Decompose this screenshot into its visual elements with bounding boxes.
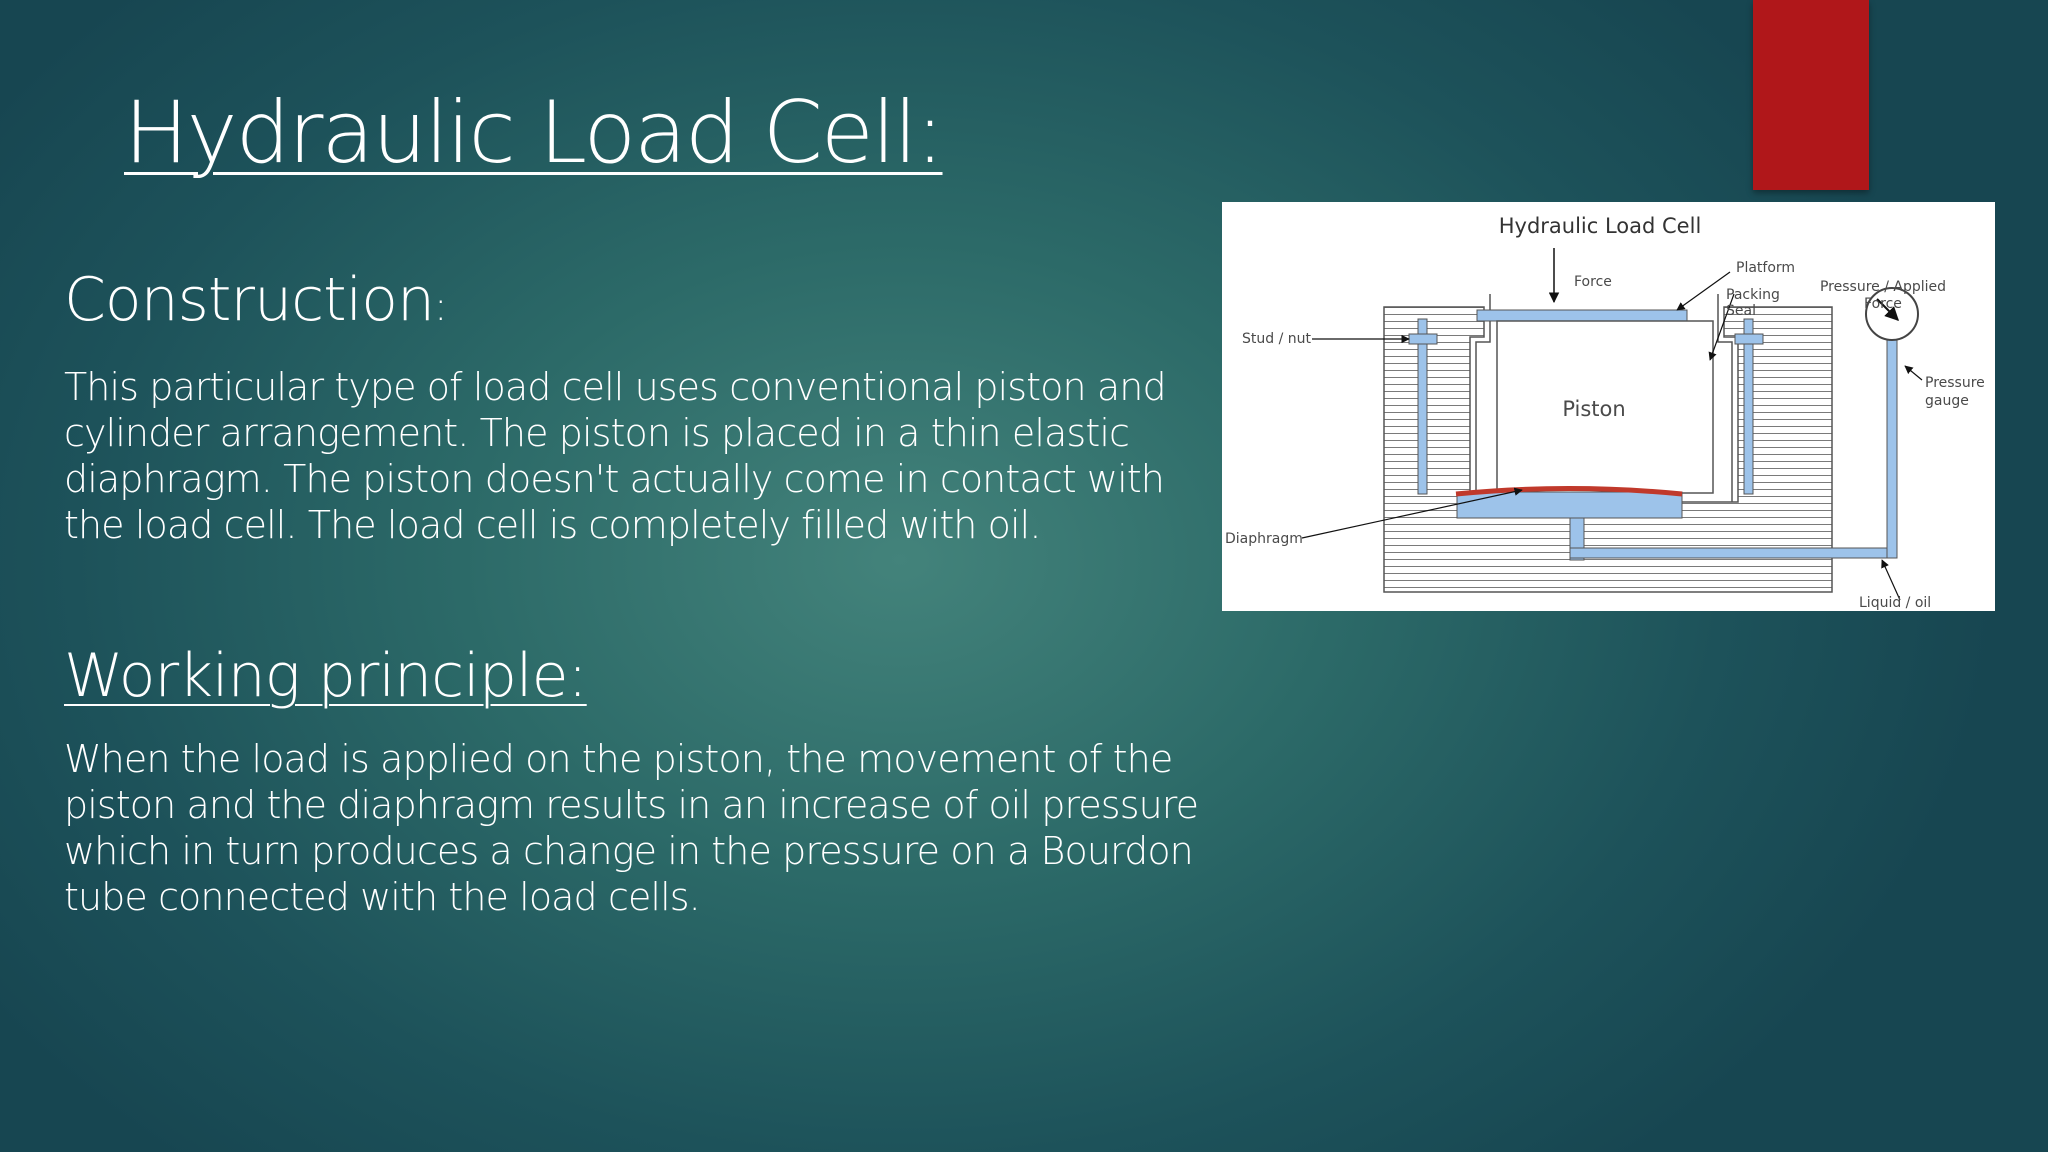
- stud-left: [1417, 318, 1428, 495]
- stud-nut-label: Stud / nut: [1242, 331, 1311, 347]
- piston-base: [1456, 491, 1683, 519]
- piston-label: Piston: [1562, 397, 1625, 421]
- diagram-title: Hydraulic Load Cell: [1499, 214, 1702, 238]
- platform: [1476, 309, 1688, 322]
- oil-arrow: [1881, 559, 1901, 601]
- gauge-needle: [1876, 298, 1899, 321]
- platform-label: Platform: [1736, 260, 1795, 276]
- construction-heading: Construction:: [64, 264, 448, 336]
- stud-right: [1743, 318, 1754, 495]
- construction-heading-colon: :: [434, 284, 448, 330]
- diaphragm-red: [1455, 486, 1683, 497]
- gauge-pipe: [1886, 329, 1898, 559]
- liquid-oil-label: Liquid / oil: [1859, 595, 1931, 611]
- stud-left-nut: [1408, 333, 1438, 345]
- construction-heading-text: Construction: [64, 265, 435, 335]
- diagram-svg: Hydraulic Load Cell Force Platform Packi…: [1225, 214, 1985, 611]
- gauge-label: gauge: [1925, 393, 1969, 409]
- diaphragm-arrow: [1301, 487, 1523, 539]
- diaphragm-label: Diaphragm: [1225, 531, 1303, 547]
- piston-body: [1496, 320, 1714, 494]
- hydraulic-load-cell-diagram: Hydraulic Load Cell Force Platform Packi…: [1222, 202, 1995, 611]
- force-label: Force: [1574, 274, 1612, 290]
- seal-arrow: [1708, 293, 1735, 361]
- pressure-applied-label: Pressure / Applied: [1820, 279, 1946, 295]
- cylinder-wall-right: [1717, 294, 1733, 502]
- oil-channel-horizontal: [1569, 547, 1898, 559]
- construction-text: This particular type of load cell uses c…: [64, 365, 1167, 547]
- working-principle-text: When the load is applied on the piston, …: [64, 737, 1199, 919]
- packing-label: Packing: [1726, 287, 1780, 303]
- red-accent-bar: [1753, 0, 1869, 190]
- gauge-label-arrow: [1904, 365, 1923, 381]
- stud-right-nut: [1734, 333, 1764, 345]
- platform-arrow: [1676, 271, 1731, 311]
- force-sub-label: Force: [1864, 296, 1902, 312]
- seal-label: Seal: [1726, 303, 1756, 319]
- working-principle-heading: Working principle:: [64, 641, 588, 711]
- pressure-label: Pressure: [1925, 375, 1985, 391]
- slide-title: Hydraulic Load Cell:: [124, 83, 944, 183]
